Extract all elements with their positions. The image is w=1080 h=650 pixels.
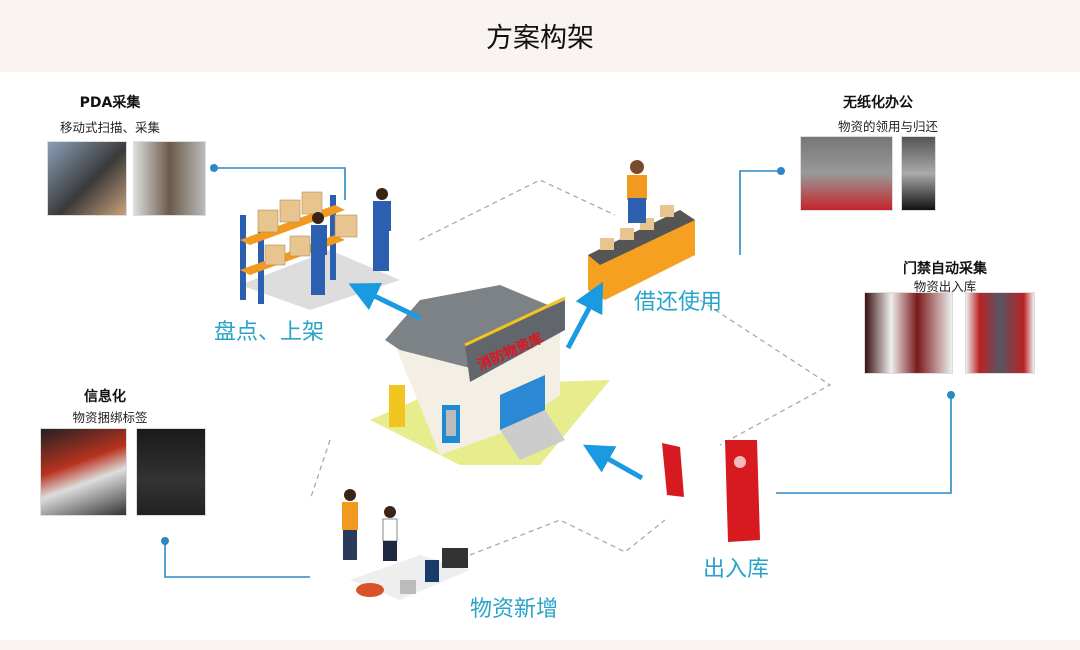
connector-lines xyxy=(164,167,952,578)
info-photo-2 xyxy=(136,428,206,516)
arrow-to-inventory xyxy=(348,283,422,321)
conveyor-illustration xyxy=(588,160,695,300)
info-photo-1 xyxy=(40,428,127,516)
people-illustration xyxy=(342,489,470,600)
pda-subtitle: 移动式扫描、采集 xyxy=(59,120,160,135)
dashed-cycle xyxy=(309,179,832,556)
header-band xyxy=(0,0,1080,72)
arrow-to-borrow xyxy=(565,281,604,350)
label-inout: 出入库 xyxy=(703,557,770,582)
access-subtitle: 物资出入库 xyxy=(913,279,977,294)
pda-photo-1 xyxy=(47,141,127,216)
page-title: 方案构架 xyxy=(486,23,594,54)
access-title: 门禁自动采集 xyxy=(903,261,987,277)
paperless-photo-1 xyxy=(800,136,893,211)
shelf-illustration xyxy=(240,188,400,310)
flow-arrows xyxy=(348,281,644,481)
pda-title: PDA采集 xyxy=(79,95,141,111)
paperless-subtitle: 物资的领用与归还 xyxy=(837,119,938,134)
footer-band xyxy=(0,640,1080,650)
access-photo-2 xyxy=(965,292,1035,374)
label-add: 物资新增 xyxy=(470,597,559,622)
label-borrow: 借还使用 xyxy=(634,290,723,315)
arrow-from-gate xyxy=(582,444,644,481)
pda-photo-2 xyxy=(133,141,206,216)
access-photo-1 xyxy=(864,292,953,374)
label-inventory: 盘点、上架 xyxy=(214,320,325,345)
gate-illustration xyxy=(662,440,760,542)
paperless-photo-2 xyxy=(901,136,936,211)
paperless-title: 无纸化办公 xyxy=(843,95,913,111)
info-subtitle: 物资捆绑标签 xyxy=(72,410,148,425)
warehouse-illustration: 消防物资库 xyxy=(370,285,610,465)
info-title: 信息化 xyxy=(84,389,126,405)
connector-dots xyxy=(161,164,955,545)
